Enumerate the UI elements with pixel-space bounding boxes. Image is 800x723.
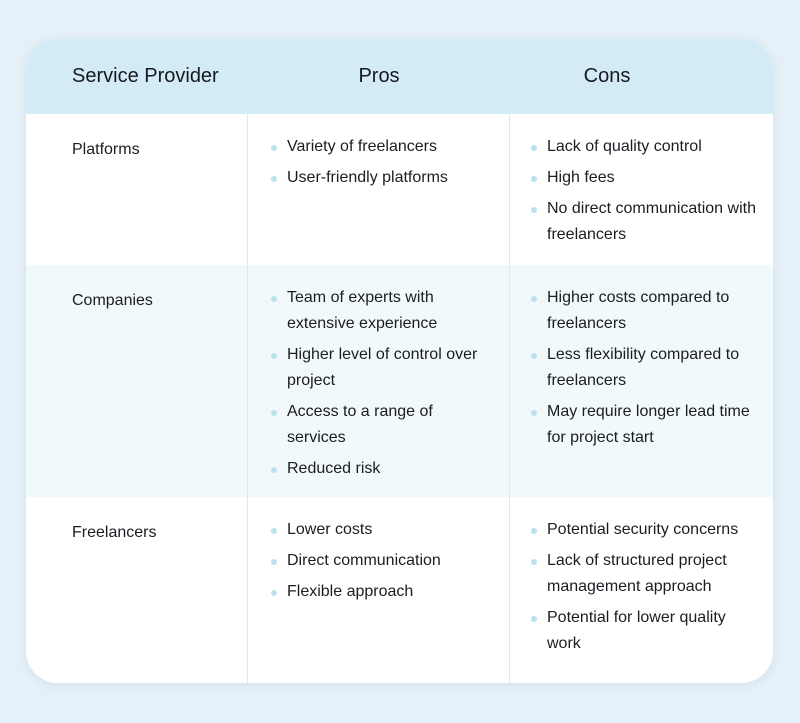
provider-name: Companies xyxy=(72,292,153,309)
column-divider xyxy=(509,39,510,683)
cons-list: Potential security concerns Lack of stru… xyxy=(531,517,763,662)
cons-list: Higher costs compared to freelancers Les… xyxy=(531,285,763,456)
cons-item: Less flexibility compared to freelancers xyxy=(531,342,763,394)
cons-item: Higher costs compared to freelancers xyxy=(531,285,763,337)
table-header-row: Service Provider Pros Cons xyxy=(26,39,773,114)
cons-list: Lack of quality control High fees No dir… xyxy=(531,134,763,253)
pros-list: Variety of freelancers User-friendly pla… xyxy=(271,134,486,196)
header-service-provider: Service Provider xyxy=(72,65,219,87)
provider-name: Platforms xyxy=(72,141,140,158)
cons-item: High fees xyxy=(531,165,763,191)
pros-list: Team of experts with extensive experienc… xyxy=(271,285,486,487)
pros-item: Access to a range of services xyxy=(271,399,486,451)
pros-item: Lower costs xyxy=(271,517,486,543)
cons-item: Lack of structured project management ap… xyxy=(531,548,763,600)
pros-list: Lower costs Direct communication Flexibl… xyxy=(271,517,486,610)
table-row-platforms: Platforms Variety of freelancers User-fr… xyxy=(26,114,773,265)
cons-item: May require longer lead time for project… xyxy=(531,399,763,451)
column-divider xyxy=(247,39,248,683)
pros-item: Flexible approach xyxy=(271,579,486,605)
pros-item: Team of experts with extensive experienc… xyxy=(271,285,486,337)
header-cons: Cons xyxy=(583,65,631,87)
cons-item: Potential security concerns xyxy=(531,517,763,543)
pros-item: Higher level of control over project xyxy=(271,342,486,394)
table-row-freelancers: Freelancers Lower costs Direct communica… xyxy=(26,497,773,683)
pros-item: Reduced risk xyxy=(271,456,486,482)
provider-name: Freelancers xyxy=(72,524,157,541)
pros-item: User-friendly platforms xyxy=(271,165,486,191)
header-pros: Pros xyxy=(358,65,400,87)
cons-item: Potential for lower quality work xyxy=(531,605,763,657)
comparison-table: Service Provider Pros Cons Platforms Var… xyxy=(26,39,773,683)
cons-item: No direct communication with freelancers xyxy=(531,196,763,248)
pros-item: Variety of freelancers xyxy=(271,134,486,160)
table-row-companies: Companies Team of experts with extensive… xyxy=(26,265,773,497)
cons-item: Lack of quality control xyxy=(531,134,763,160)
pros-item: Direct communication xyxy=(271,548,486,574)
